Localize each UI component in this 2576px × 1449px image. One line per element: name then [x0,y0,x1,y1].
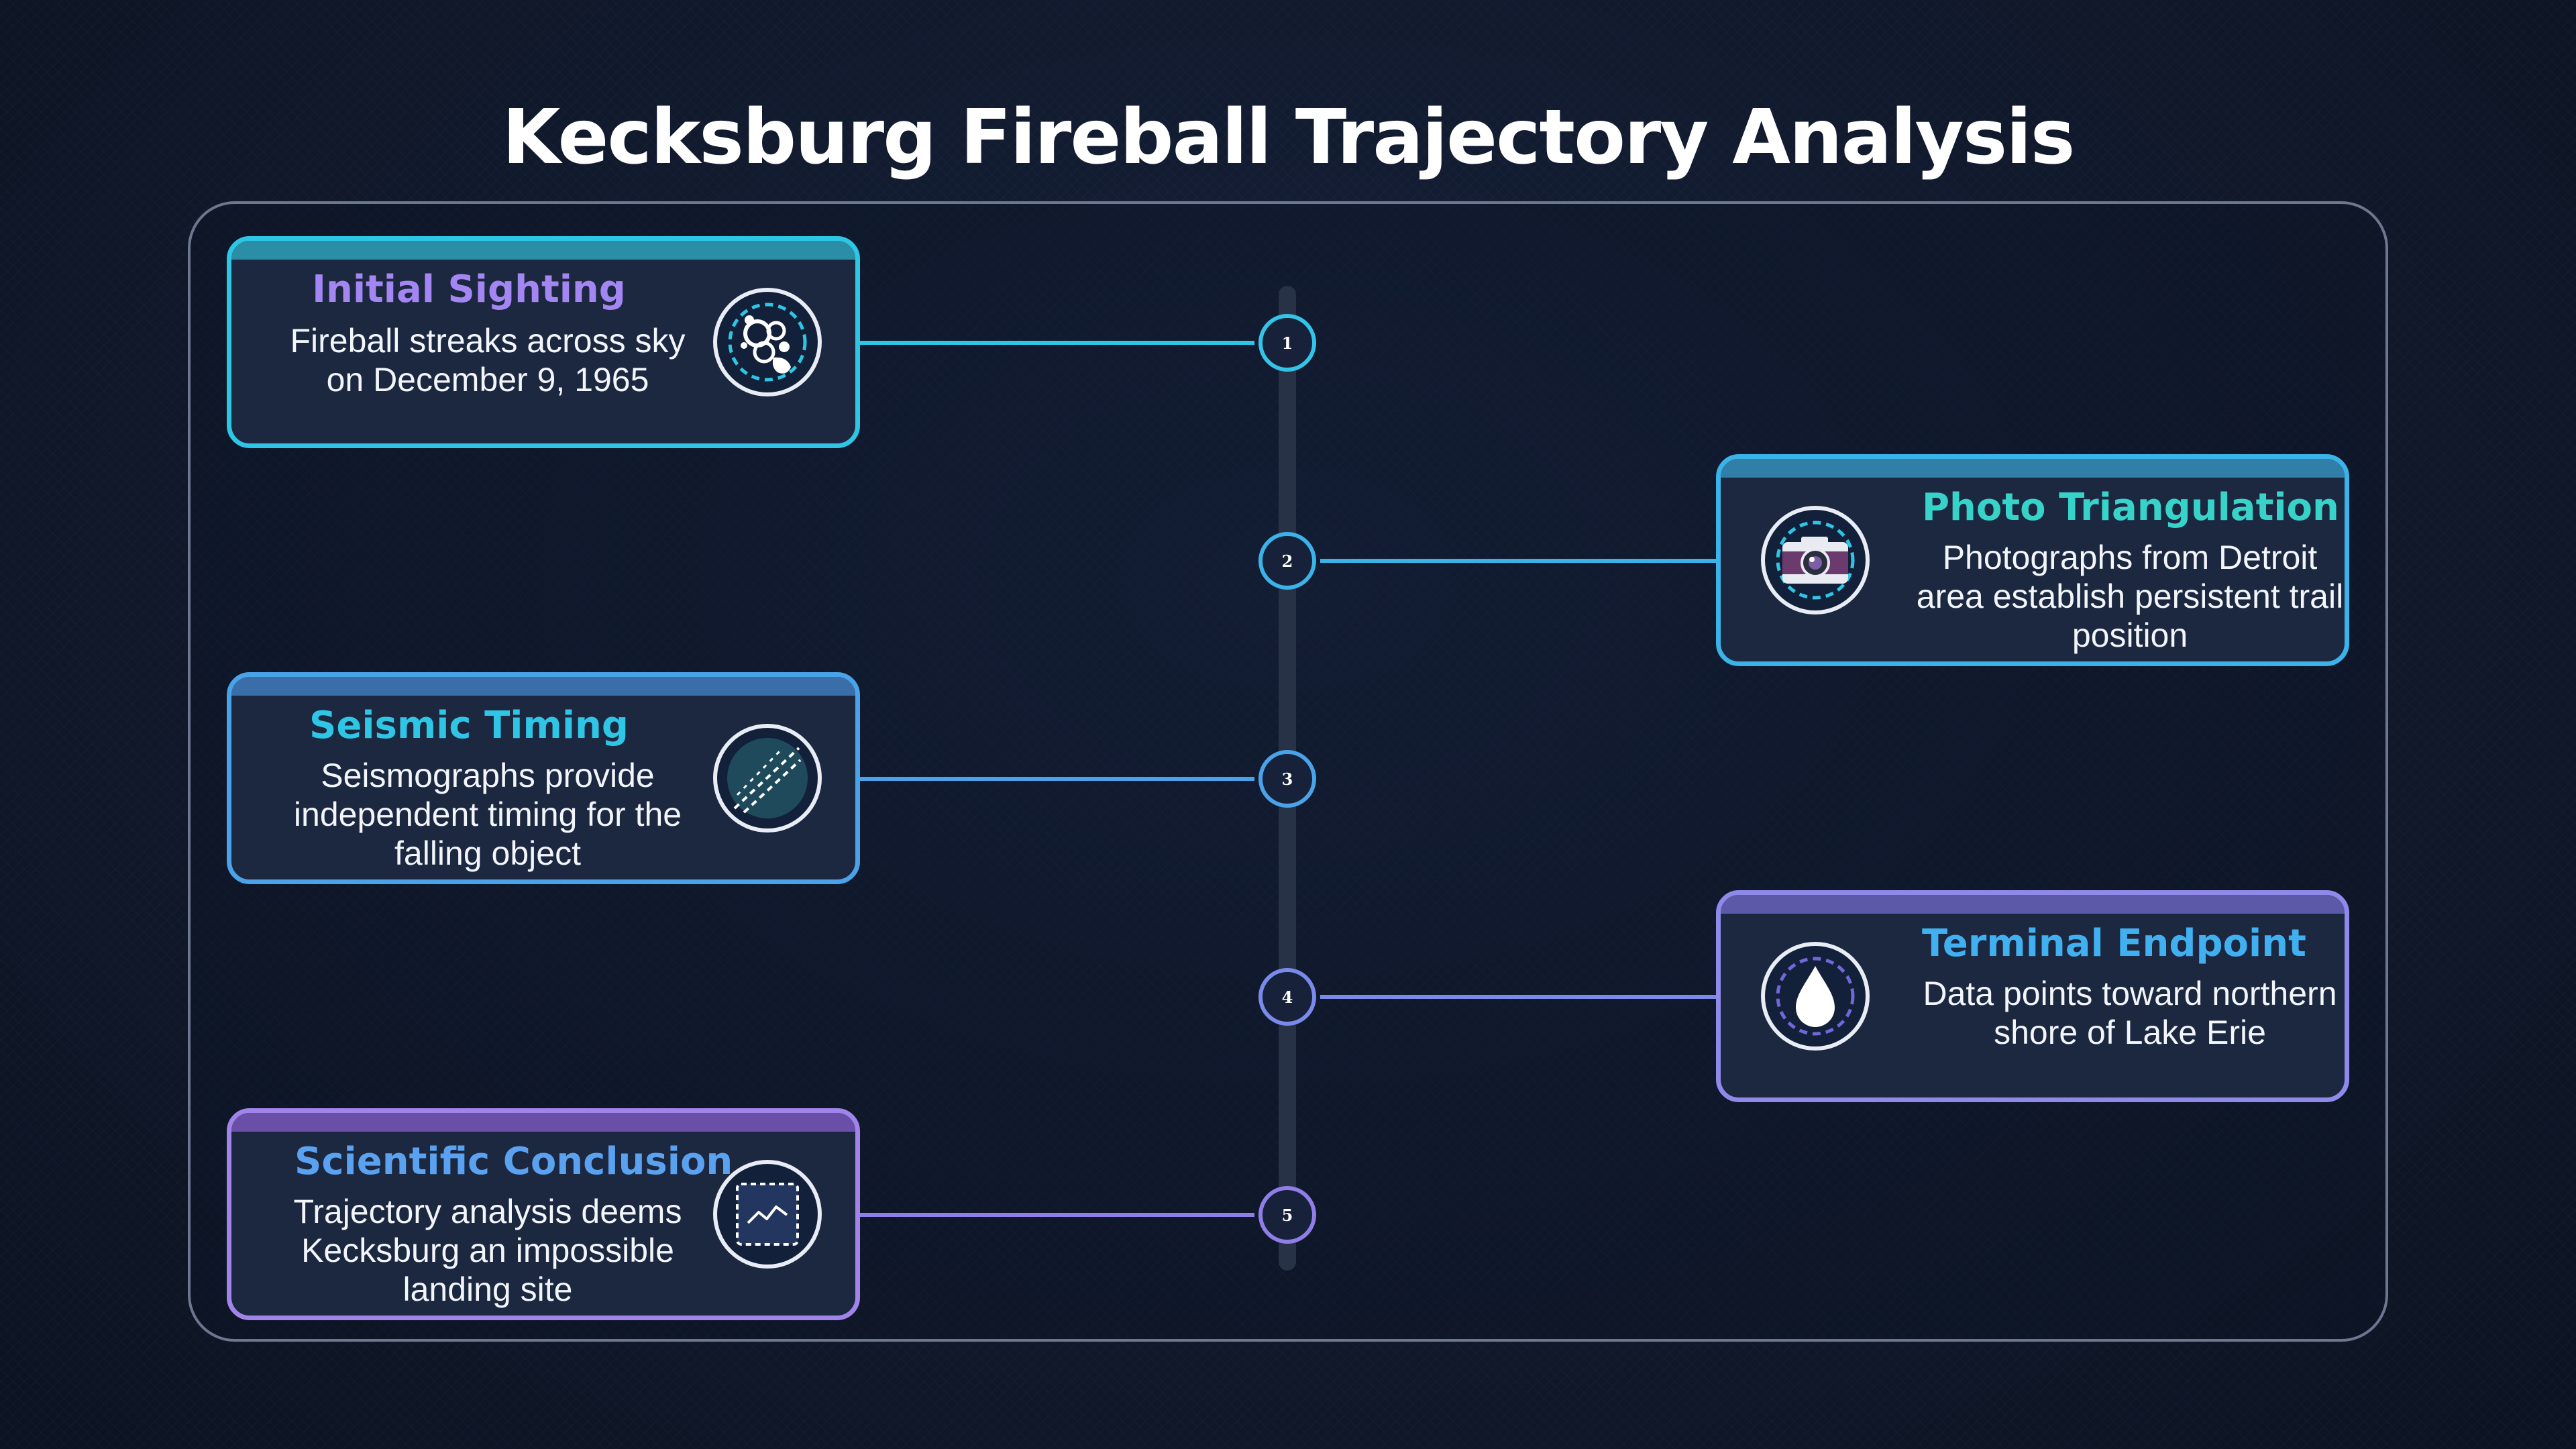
step-node-1: 1 [1258,314,1316,372]
step-title: Initial Sighting [312,268,626,311]
connector-2 [1320,559,1719,563]
step-title: Seismic Timing [309,704,629,747]
step-node-2: 2 [1258,532,1316,590]
step-description: Photographs from Detroit area establish … [1916,539,2344,654]
step-title: Terminal Endpoint [1922,922,2306,965]
step-node-4: 4 [1258,968,1316,1026]
connector-4 [1320,995,1719,999]
page-title: Kecksburg Fireball Trajectory Analysis [502,94,2076,181]
connector-1 [856,341,1254,345]
connector-5 [856,1213,1254,1217]
connector-3 [856,777,1254,781]
step-description: Data points toward northern shore of Lak… [1923,975,2337,1051]
step-card-initial-sighting: Initial Sighting Fireball streaks across… [227,236,860,448]
step-card-photo-triangulation: Photo Triangulation Photographs from Det… [1716,454,2349,666]
step-node-3: 3 [1258,750,1316,808]
meteor-swirl-icon [713,288,822,396]
water-drop-icon [1761,942,1870,1051]
seismograph-icon [713,724,822,833]
step-description: Trajectory analysis deems Kecksburg an i… [293,1193,682,1308]
chart-frame-icon [713,1160,822,1269]
step-title: Scientific Conclusion [294,1140,733,1183]
card-header-band [231,241,855,260]
step-description: Seismographs provide independent timing … [293,757,682,872]
step-card-terminal-endpoint: Terminal Endpoint Data points toward nor… [1716,890,2349,1102]
step-description: Fireball streaks across sky on December … [290,322,686,398]
camera-icon [1761,506,1870,614]
step-title: Photo Triangulation [1922,486,2339,529]
card-header-band [1721,459,2345,478]
step-card-seismic-timing: Seismic Timing Seismographs provide inde… [227,672,860,884]
card-header-band [231,677,855,696]
step-card-scientific-conclusion: Scientific Conclusion Trajectory analysi… [227,1108,860,1320]
card-header-band [1721,895,2345,914]
step-node-5: 5 [1258,1186,1316,1244]
card-header-band [231,1113,855,1132]
